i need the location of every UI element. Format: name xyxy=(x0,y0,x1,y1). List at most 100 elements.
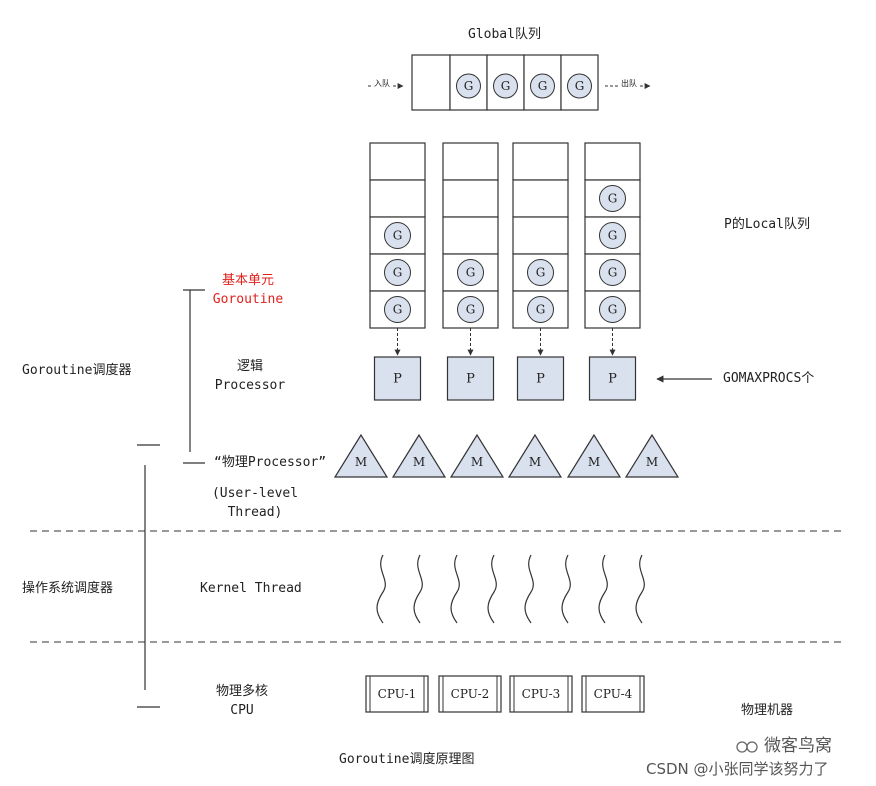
wechat-icon xyxy=(736,741,758,753)
kernel-thread-line xyxy=(598,554,608,624)
local-queue-slot xyxy=(369,179,426,218)
goroutine-circle xyxy=(599,259,626,286)
goroutine-label: G xyxy=(466,303,476,317)
machine-triangle xyxy=(624,433,680,478)
goroutine-circle xyxy=(527,296,554,323)
local-queue-slot xyxy=(442,216,499,255)
goroutine-circle xyxy=(567,73,592,99)
goroutine-label: G xyxy=(464,79,474,93)
machine-triangle xyxy=(391,433,447,478)
goroutine-circle xyxy=(527,259,554,286)
machine-triangle xyxy=(449,433,505,478)
processor-label: P xyxy=(393,372,402,387)
multicore-line2: CPU xyxy=(230,703,254,718)
cpu-outer-box xyxy=(581,675,645,713)
kernel-thread-line xyxy=(413,554,423,624)
diagram-caption: Goroutine调度原理图 xyxy=(339,752,475,767)
cpu-outer-box xyxy=(438,675,502,713)
global-queue-empty-slot xyxy=(411,54,451,111)
local-queue-slot xyxy=(369,142,426,181)
goroutine-circle xyxy=(530,73,555,99)
goroutine-circle xyxy=(384,296,411,323)
processor-box xyxy=(446,356,495,401)
goroutine-circle xyxy=(384,222,411,249)
basic-unit-line2: Goroutine xyxy=(212,292,284,307)
dequeue-label: 出队 xyxy=(620,79,638,89)
local-queue-slot xyxy=(442,142,499,181)
goroutine-scheduler-label: Goroutine调度器 xyxy=(22,363,132,378)
multicore-line1: 物理多核 xyxy=(215,684,268,699)
global-queue-title: Global队列 xyxy=(468,27,541,42)
user-level-line2: Thread) xyxy=(227,505,283,520)
local-queue-slot xyxy=(512,142,569,181)
local-queue-column: GG xyxy=(512,142,569,356)
goroutine-circle xyxy=(493,73,518,99)
logical-processor-label: 逻辑 Processor xyxy=(200,359,300,394)
kernel-thread-line xyxy=(376,554,386,624)
local-queue-slot xyxy=(512,216,569,255)
cpu-chip: CPU-2 xyxy=(438,675,502,713)
goroutine-label: G xyxy=(536,303,546,317)
enqueue-label: 入队 xyxy=(373,79,391,89)
goroutine-circle xyxy=(457,259,484,286)
kernel-thread-label: Kernel Thread xyxy=(200,581,302,596)
processor-box xyxy=(373,356,422,401)
goroutine-label: G xyxy=(608,303,618,317)
cpu-label: CPU-2 xyxy=(451,687,490,701)
cpu-outer-box xyxy=(365,675,429,713)
kernel-thread-line xyxy=(635,554,645,624)
machine-label: M xyxy=(355,455,367,469)
csdn-watermark: CSDN @小张同学该努力了 xyxy=(646,760,829,778)
goroutine-label: G xyxy=(608,229,618,243)
user-level-line1: (User-level xyxy=(211,486,299,501)
kernel-thread-line xyxy=(561,554,571,624)
cpu-label: CPU-1 xyxy=(378,687,417,701)
wechat-watermark: 微客鸟窝 xyxy=(764,736,832,756)
goroutine-label: G xyxy=(608,192,618,206)
os-scheduler-bracket xyxy=(137,444,160,708)
physical-machine-label: 物理机器 xyxy=(741,703,794,718)
goroutine-label: G xyxy=(575,79,585,93)
os-scheduler-label: 操作系统调度器 xyxy=(22,581,114,596)
machine-triangle xyxy=(507,433,563,478)
cpu-label: CPU-3 xyxy=(522,687,561,701)
logical-processor-line2: Processor xyxy=(214,378,286,393)
cpu-chip: CPU-1 xyxy=(365,675,429,713)
local-queue-slot xyxy=(442,179,499,218)
local-queue-column: G G G G xyxy=(584,142,641,356)
processor-label: P xyxy=(536,372,545,387)
goroutine-scheduler-bracket xyxy=(183,289,205,464)
processor-label: P xyxy=(608,372,617,387)
goroutine-circle xyxy=(384,259,411,286)
goroutine-circle xyxy=(599,222,626,249)
cpu-chip: CPU-4 xyxy=(581,675,645,713)
cpu-outer-box xyxy=(509,675,573,713)
cpu-chip: CPU-3 xyxy=(509,675,573,713)
goroutine-circle xyxy=(599,296,626,323)
local-queue-column: GGG xyxy=(369,142,426,356)
goroutine-label: G xyxy=(608,266,618,280)
machine-triangle xyxy=(566,433,622,478)
kernel-thread-line xyxy=(487,554,497,624)
machine-label: M xyxy=(529,455,541,469)
goroutine-label: G xyxy=(466,266,476,280)
goroutine-label: G xyxy=(501,79,511,93)
multicore-cpu-label: 物理多核 CPU xyxy=(192,684,292,719)
processor-box xyxy=(516,356,565,401)
cpus: CPU-1 CPU-2 CPU-3 CPU-4 xyxy=(365,675,645,713)
basic-unit-line1: 基本单元 xyxy=(221,273,274,288)
cpu-label: CPU-4 xyxy=(594,687,633,701)
kernel-thread-line xyxy=(524,554,534,624)
machine-label: M xyxy=(646,455,658,469)
processor-label: P xyxy=(466,372,475,387)
user-level-thread-label: (User-level Thread) xyxy=(200,486,310,521)
local-queue-slot xyxy=(512,179,569,218)
machine-label: M xyxy=(471,455,483,469)
goroutine-circle xyxy=(599,185,626,212)
machine-triangle xyxy=(333,433,389,478)
